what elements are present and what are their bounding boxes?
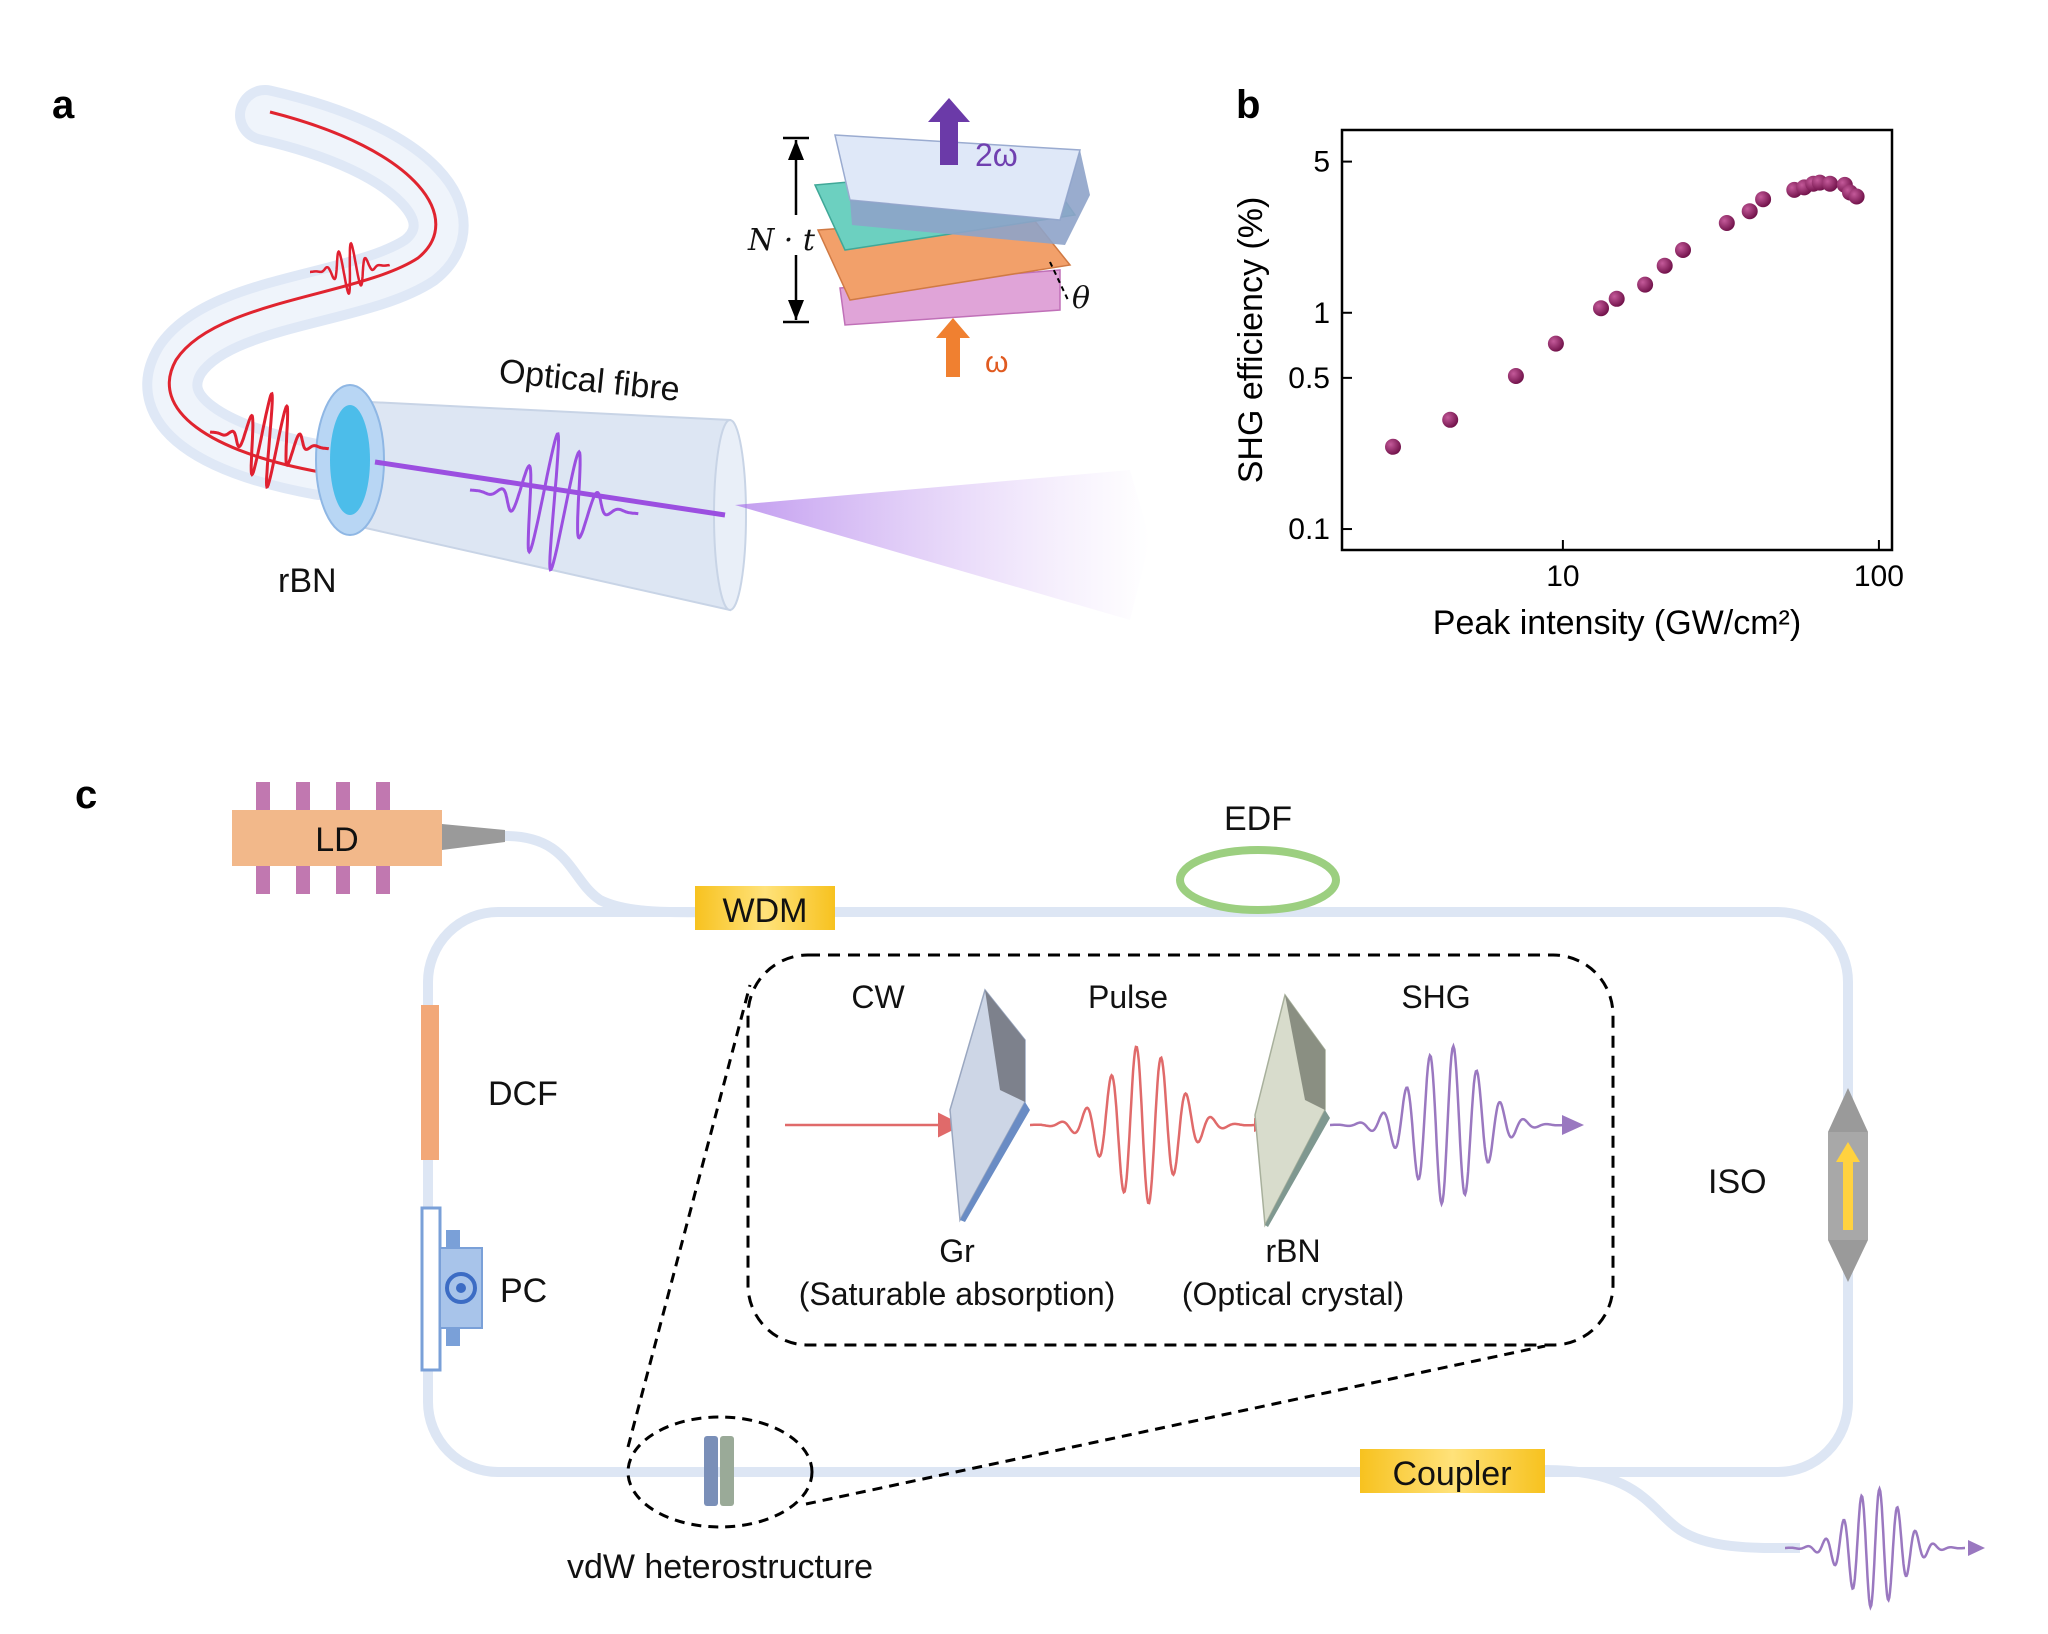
y-axis-title: SHG efficiency (%): [1232, 197, 1270, 484]
ld-feed-fiber: [504, 831, 721, 918]
gr-label: Gr: [939, 1233, 975, 1269]
panel-b-letter: b: [1236, 83, 1260, 127]
angle-label: θ: [1072, 281, 1090, 316]
ld-label: LD: [315, 821, 358, 859]
panel-c: c LD WDM EDF DCF: [75, 773, 1985, 1611]
output-fiber: [1544, 1465, 1801, 1554]
red-pulse-wave: [209, 391, 330, 489]
data-series: [1385, 174, 1865, 455]
data-point: [1507, 368, 1524, 384]
wdm-label: WDM: [723, 892, 808, 930]
thickness-label: N · t: [747, 223, 816, 258]
data-point: [1755, 191, 1772, 208]
panel-c-letter: c: [75, 773, 97, 817]
data-point: [1593, 300, 1609, 317]
x-tick-label: 100: [1854, 560, 1904, 593]
fibre-core-purple: [374, 459, 726, 518]
pc-label: PC: [500, 1272, 547, 1310]
data-point: [1385, 438, 1401, 455]
data-point: [1718, 215, 1735, 231]
red-pulse-wave-small: [309, 241, 391, 296]
rbn-label: rBN: [278, 562, 337, 600]
x-axis: 10 100: [1546, 540, 1904, 593]
data-point: [1822, 175, 1838, 192]
output-pulse-wave: [1785, 1485, 1965, 1611]
x-tick-label: 10: [1546, 560, 1579, 593]
mode-locking-inset: [746, 953, 1615, 1347]
panel-a-letter: a: [52, 83, 75, 127]
panel-a: a Optical fibre rBN: [52, 83, 1150, 620]
vdw-label: vdW heterostructure: [567, 1548, 873, 1586]
laser-diode: LD: [232, 782, 505, 894]
edf-coil: [1176, 846, 1340, 914]
x-axis-title: Peak intensity (GW/cm²): [1433, 604, 1801, 642]
edf-label: EDF: [1224, 800, 1292, 838]
input-arrow: [946, 335, 960, 377]
output-freq-label: 2ω: [975, 137, 1018, 173]
y-axis: 0.1 0.5 1 5: [1288, 146, 1352, 546]
pulse-wave: [1030, 1045, 1255, 1205]
optical-fibre-label: Optical fibre: [497, 352, 681, 409]
output-arrow: [940, 120, 958, 165]
gr-role-label: (Saturable absorption): [799, 1276, 1116, 1312]
vdw-layer-gr: [704, 1436, 718, 1506]
vdw-zoom-ellipse: [626, 1415, 814, 1529]
shg-label: SHG: [1401, 979, 1470, 1015]
panel-b: b 10 100 0.1 0.5 1 5 Peak intensity (GW/cm²)…: [1232, 83, 1904, 642]
iso-label: ISO: [1708, 1163, 1767, 1201]
data-point: [1741, 203, 1758, 220]
data-point: [1656, 257, 1673, 274]
input-freq-label: ω: [985, 346, 1008, 379]
data-point: [1547, 335, 1564, 352]
rbn-role-label: (Optical crystal): [1182, 1276, 1404, 1312]
data-point: [1848, 188, 1865, 205]
dcf-label: DCF: [488, 1075, 558, 1113]
data-point: [1637, 276, 1654, 293]
pulse-label: Pulse: [1088, 979, 1168, 1015]
layer-stack-inset: 2ω ω N · t θ: [747, 98, 1090, 379]
cw-label: CW: [851, 979, 905, 1015]
isolator: ISO: [1708, 1088, 1868, 1282]
polarization-controller: PC: [420, 1206, 547, 1372]
wdm-box: [695, 886, 835, 930]
data-point: [1608, 290, 1625, 307]
rbn-inset-label: rBN: [1265, 1233, 1320, 1269]
plot-frame: [1340, 128, 1894, 552]
y-tick-label: 5: [1313, 146, 1330, 179]
purple-pulse-wave: [469, 432, 639, 572]
ld-body: [232, 810, 442, 866]
y-tick-label: 1: [1313, 297, 1330, 330]
coupler-label: Coupler: [1392, 1455, 1511, 1493]
y-tick-label: 0.5: [1288, 362, 1330, 395]
output-beam: [735, 470, 1150, 620]
data-point: [1675, 242, 1691, 258]
shg-wave: [1330, 1042, 1565, 1208]
fibre-core-red: [167, 110, 438, 474]
vdw-layer-rbn: [720, 1436, 734, 1506]
coupler-box: [1360, 1449, 1545, 1493]
ld-pigtail: [442, 824, 505, 850]
data-point: [1442, 411, 1459, 428]
dcf-segment: [421, 1005, 439, 1160]
y-tick-label: 0.1: [1288, 513, 1330, 546]
